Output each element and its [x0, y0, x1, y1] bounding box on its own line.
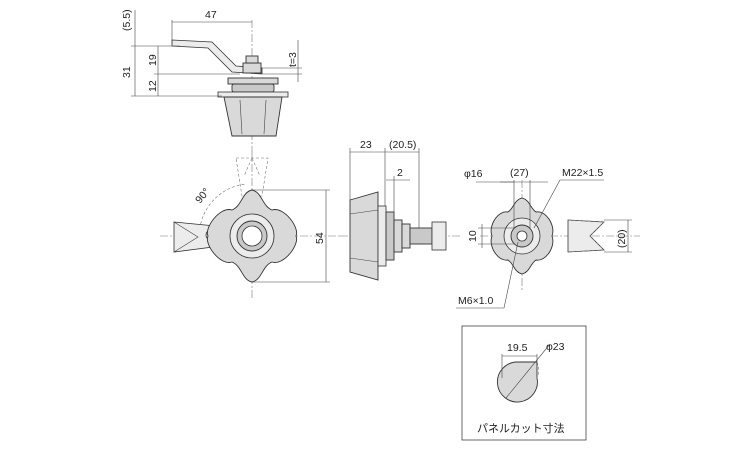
top-stud — [245, 55, 259, 64]
side-nut-a — [393, 219, 403, 253]
knob-bore — [241, 225, 263, 247]
top-washer — [227, 77, 279, 85]
dim-m6: M6×1.0 — [458, 295, 493, 307]
dim-19: 19 — [147, 54, 159, 66]
dim-54: 54 — [314, 232, 326, 244]
dim-27: (27) — [510, 167, 529, 179]
dim-10: 10 — [467, 230, 479, 242]
top-view: 47 (5.5) 31 19 12 t=3 — [121, 9, 302, 150]
dim-phi23: φ23 — [546, 341, 565, 353]
dim-phi16: φ16 — [464, 168, 483, 180]
dim-t3: t=3 — [287, 52, 299, 67]
rear-bore — [516, 230, 528, 242]
side-shaft — [409, 227, 433, 245]
dim-90: 90° — [193, 186, 212, 206]
top-nut — [242, 62, 262, 74]
dim-23: 23 — [360, 139, 372, 151]
dim-19-5: 19.5 — [507, 342, 528, 354]
dim-31: 31 — [121, 66, 133, 78]
side-washer — [385, 211, 395, 261]
dim-20-5: (20.5) — [389, 139, 416, 151]
handle-rotated-phantom — [235, 157, 269, 197]
dim-20: (20) — [616, 229, 628, 248]
dim-2: 2 — [397, 167, 403, 179]
side-nut-b — [401, 223, 411, 249]
dim-m22: M22×1.5 — [562, 167, 603, 179]
rear-view: φ16 (27) M22×1.5 10 (20) M6×1.0 — [456, 167, 640, 309]
panel-flange — [217, 91, 289, 98]
side-flange — [377, 205, 387, 267]
dim-5-5: (5.5) — [121, 9, 133, 31]
side-body — [349, 191, 379, 281]
front-view: 90° 54 — [160, 150, 340, 300]
side-view: 23 (20.5) 2 — [340, 139, 460, 281]
side-cam — [431, 221, 447, 251]
panel-cut-shape — [497, 361, 538, 403]
top-hex — [231, 83, 275, 93]
panel-cut-label: パネルカット寸法 — [477, 421, 565, 435]
dim-12: 12 — [147, 80, 159, 92]
top-body — [223, 96, 283, 137]
panel-cut-box: 19.5 φ23 パネルカット寸法 — [461, 325, 587, 441]
dim-47: 47 — [205, 9, 217, 21]
